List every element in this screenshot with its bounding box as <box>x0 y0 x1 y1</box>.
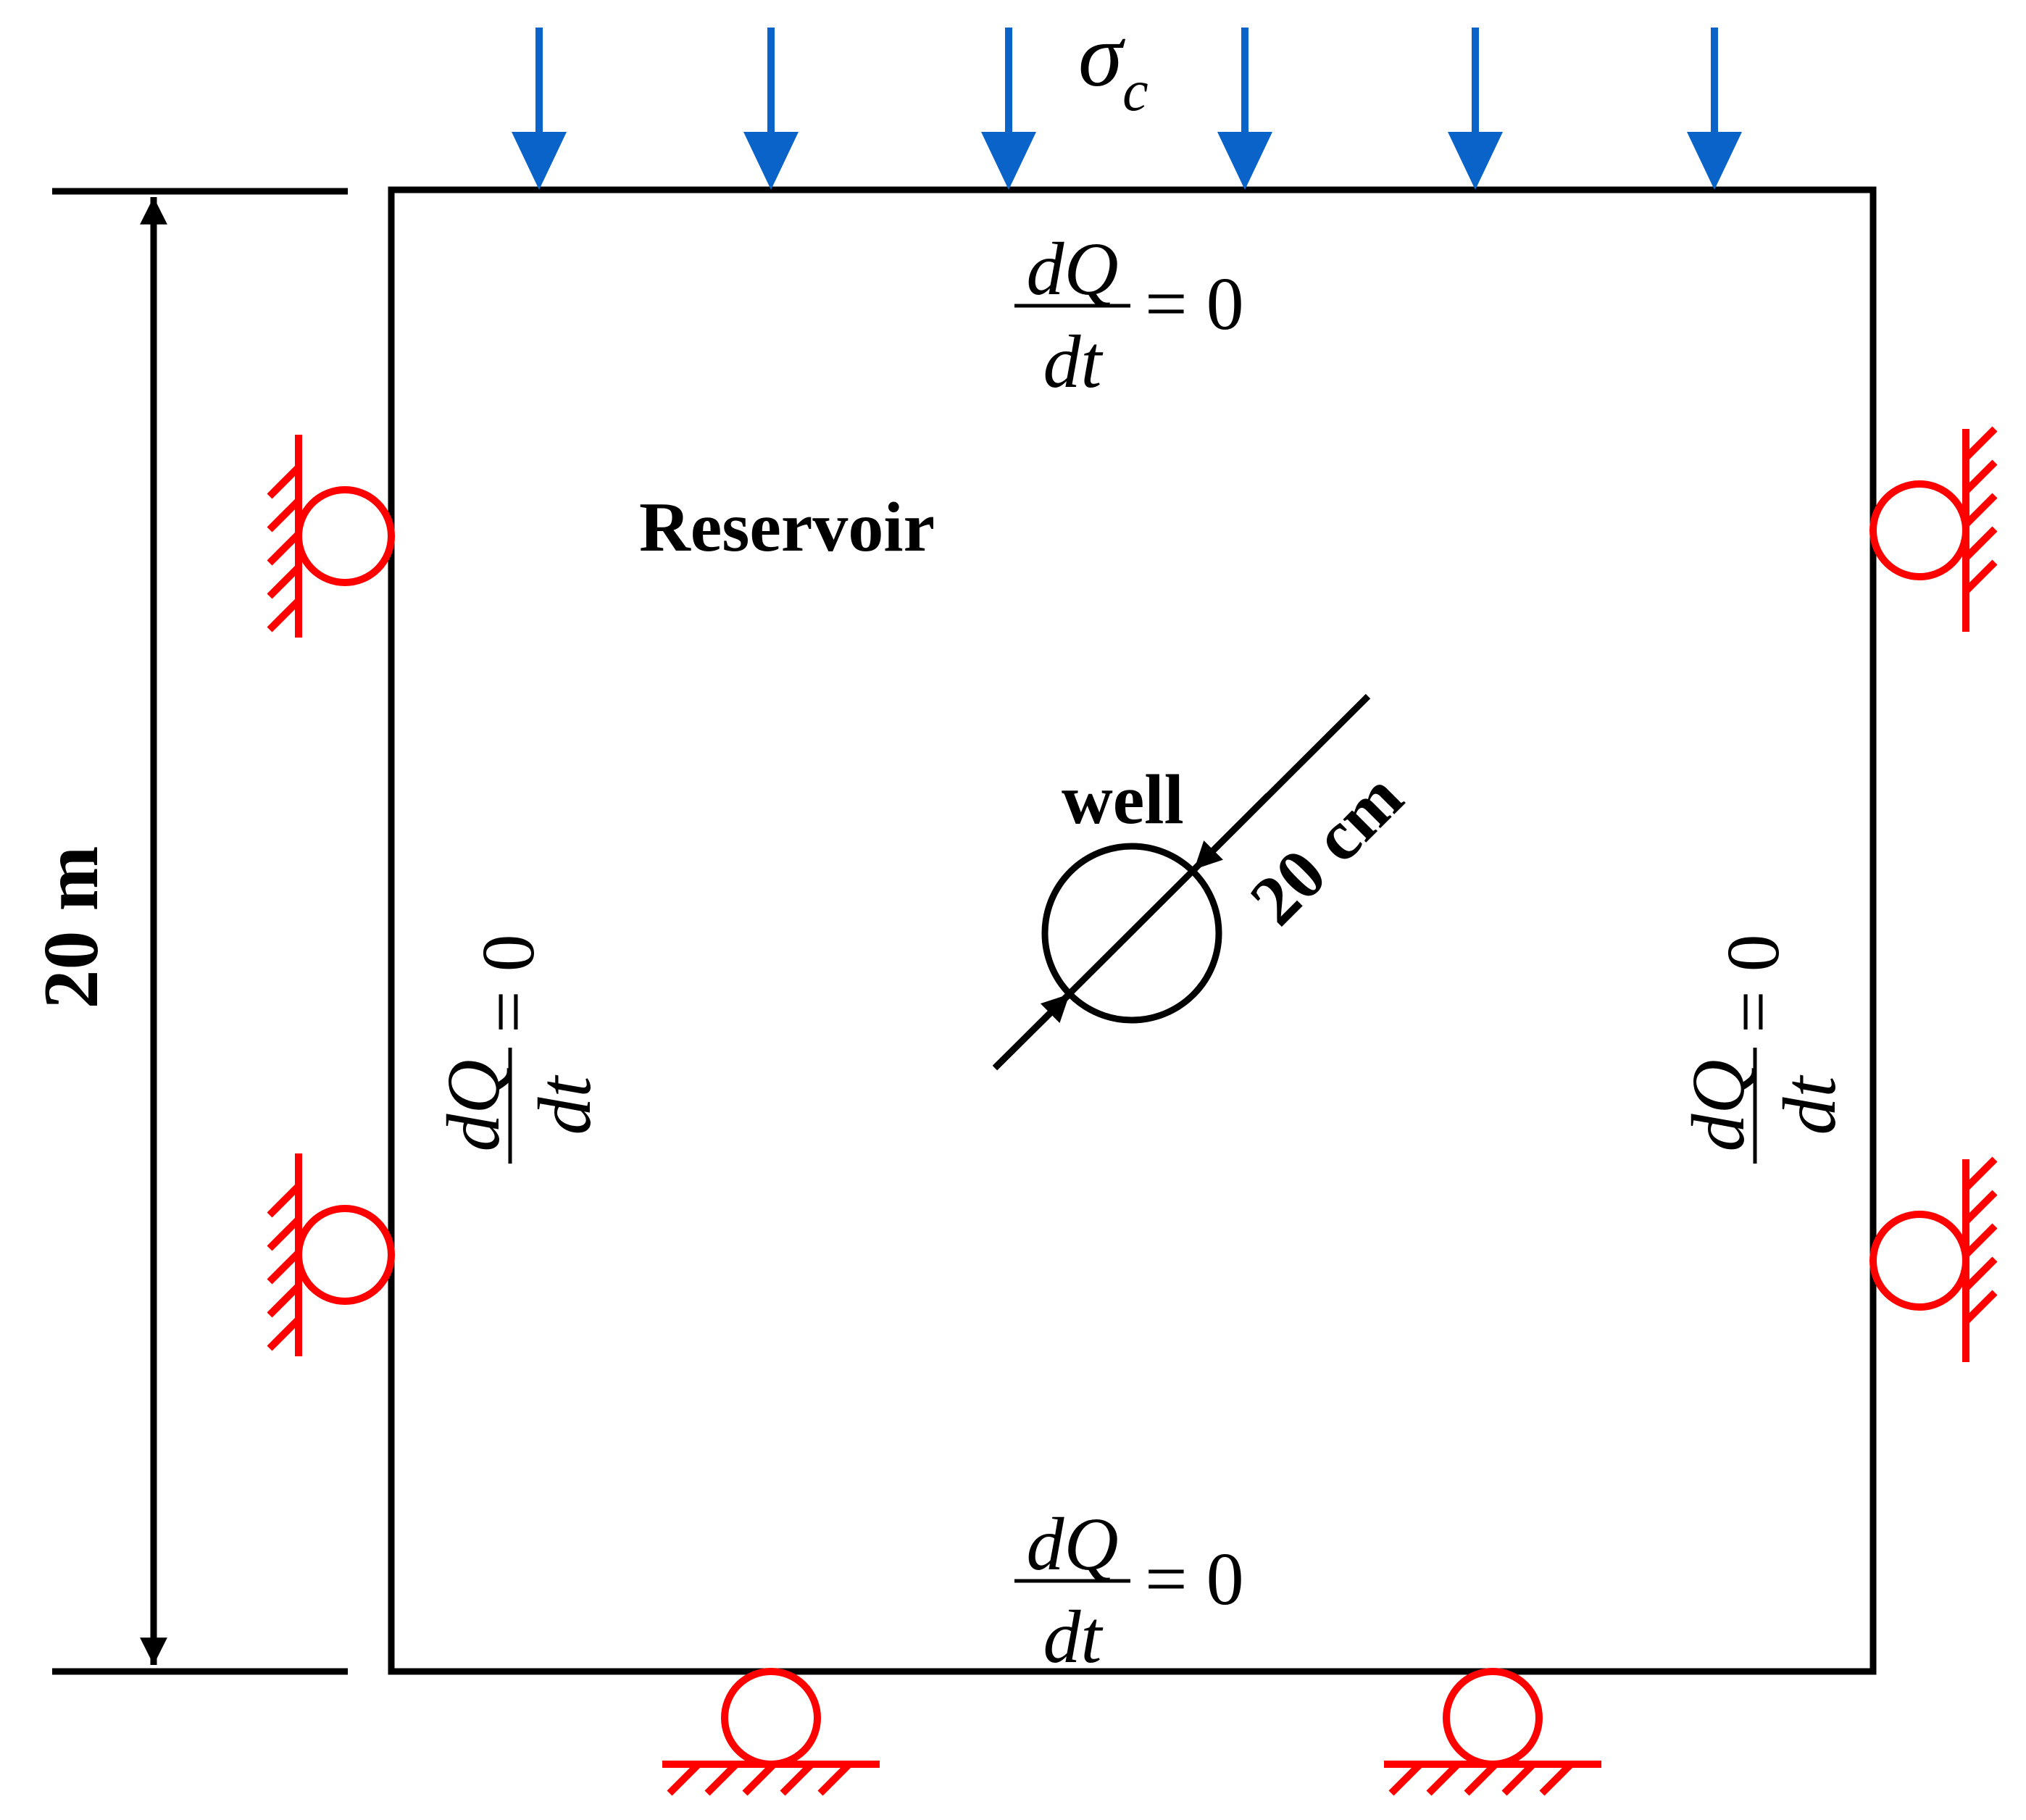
well-diameter-label: 20 cm <box>1235 758 1417 940</box>
ground-hatch <box>267 498 301 533</box>
load-arrow-head <box>743 132 799 190</box>
bc-top-denominator: dt <box>1043 320 1104 404</box>
ground-hatch <box>1963 1256 1998 1291</box>
load-label: σc <box>1078 6 1149 123</box>
ground-hatch <box>1963 426 1998 461</box>
ground-hatch <box>1963 526 1998 561</box>
load-arrow <box>981 28 1036 190</box>
ground-hatch <box>1501 1761 1536 1796</box>
load-arrow-head <box>512 132 567 190</box>
boundary-condition-bottom: dQ dt = 0 <box>1014 1503 1244 1679</box>
load-arrows <box>512 28 1742 190</box>
roller-supports <box>267 426 1998 1796</box>
bc-top-numerator: dQ <box>1026 228 1118 311</box>
ground-hatch <box>267 564 301 599</box>
roller-circle <box>1443 1668 1543 1768</box>
well-circle <box>1041 843 1222 1024</box>
ground-hatch <box>1963 1190 1998 1224</box>
ground-hatch <box>267 464 301 499</box>
ground-hatch <box>1963 1156 1998 1191</box>
bc-left-rhs: = 0 <box>467 934 550 1033</box>
roller-support-left <box>267 1153 395 1356</box>
ground-hatch <box>267 1183 301 1218</box>
ground-hatch <box>1539 1761 1574 1796</box>
load-arrow <box>1448 28 1503 190</box>
roller-support-right <box>1869 426 1998 632</box>
bc-bottom-rhs: = 0 <box>1145 1537 1244 1621</box>
load-arrow-head <box>981 132 1036 190</box>
ground-hatch <box>1963 559 1998 594</box>
load-arrow-head <box>1448 132 1503 190</box>
roller-circle <box>1869 480 1969 580</box>
reservoir-domain <box>388 186 1877 1675</box>
bc-right-numerator: dQ <box>1677 1059 1760 1151</box>
roller-support-right <box>1869 1156 1998 1362</box>
ground-hatch <box>1963 1223 1998 1258</box>
well-diameter-arrow-upper <box>1191 793 1271 872</box>
ground-hatch <box>267 531 301 566</box>
reservoir-label: Reservoir <box>639 488 935 567</box>
roller-support-bottom <box>662 1668 880 1796</box>
roller-circle <box>1869 1211 1969 1311</box>
ground-hatch <box>1963 1290 1998 1324</box>
roller-support-bottom <box>1384 1668 1601 1796</box>
ground-hatch <box>667 1761 701 1796</box>
height-label: 20 m <box>28 846 114 1009</box>
ground-hatch <box>267 1283 301 1318</box>
ground-hatch <box>817 1761 852 1796</box>
ground-hatch <box>267 1216 301 1251</box>
ground-hatch <box>267 598 301 633</box>
ground-hatch <box>1464 1761 1498 1796</box>
bc-right-denominator: dt <box>1768 1074 1851 1135</box>
load-arrow-head <box>1687 132 1742 190</box>
ground-hatch <box>742 1761 777 1796</box>
ground-hatch <box>267 1250 301 1285</box>
load-subscript: c <box>1122 59 1149 123</box>
bc-bottom-numerator: dQ <box>1026 1503 1118 1586</box>
load-arrow <box>1687 28 1742 190</box>
ground-hatch <box>704 1761 739 1796</box>
ground-hatch <box>1963 493 1998 527</box>
load-arrow <box>743 28 799 190</box>
load-arrow-head <box>1217 132 1272 190</box>
load-arrow <box>512 28 567 190</box>
ground-hatch <box>1426 1761 1461 1796</box>
boundary-condition-right: dQ dt = 0 <box>1677 934 1851 1164</box>
roller-support-left <box>267 435 395 638</box>
well-label: well <box>1062 761 1184 839</box>
boundary-condition-top: dQ dt = 0 <box>1014 228 1244 404</box>
roller-circle <box>295 1205 395 1305</box>
bc-left-denominator: dt <box>523 1074 606 1135</box>
roller-circle <box>295 486 395 586</box>
bc-right-rhs: = 0 <box>1712 934 1795 1033</box>
roller-circle <box>721 1668 821 1768</box>
load-symbol: σ <box>1078 6 1126 105</box>
well-diameter-arrow-lower <box>992 991 1072 1071</box>
ground-hatch <box>267 1316 301 1351</box>
ground-hatch <box>1388 1761 1423 1796</box>
ground-hatch <box>1963 459 1998 494</box>
load-arrow <box>1217 28 1272 190</box>
bc-left-numerator: dQ <box>432 1059 515 1151</box>
boundary-condition-left: dQ dt = 0 <box>432 934 606 1164</box>
ground-hatch <box>780 1761 814 1796</box>
bc-bottom-denominator: dt <box>1043 1595 1104 1679</box>
bc-top-rhs: = 0 <box>1145 262 1244 346</box>
